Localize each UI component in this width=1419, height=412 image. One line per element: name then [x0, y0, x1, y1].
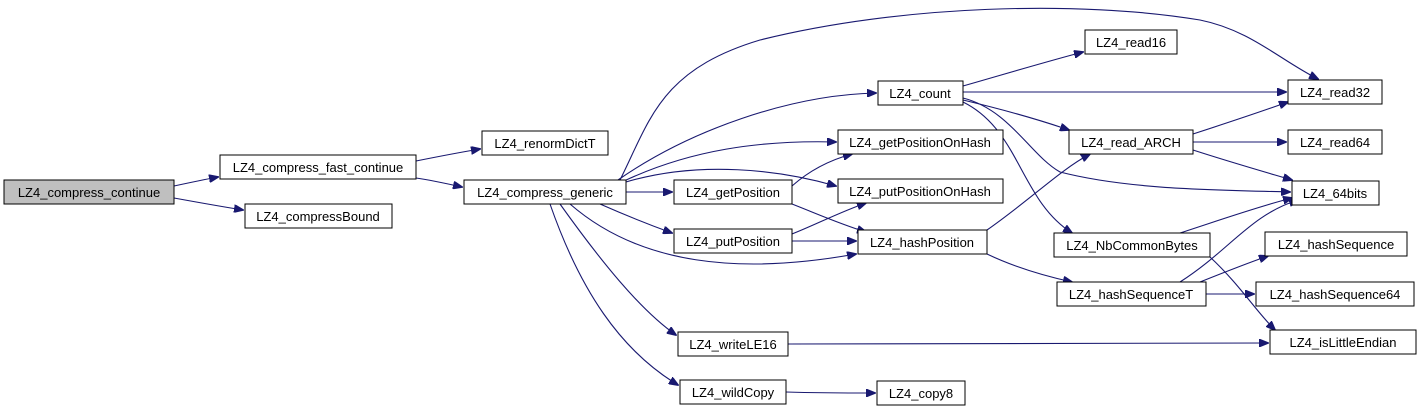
edge-compress_continue-to-compress_fast_continue — [173, 177, 218, 187]
edge-compress_generic-to-wildCopy — [549, 203, 678, 385]
node-layer: LZ4_compress_continue LZ4_compress_fast_… — [3, 29, 1417, 406]
node-label: LZ4_wildCopy — [692, 385, 775, 400]
node-label: LZ4_renormDictT — [494, 136, 595, 151]
node-lz4-compress-fast-continue[interactable]: LZ4_compress_fast_continue — [219, 154, 417, 180]
node-lz4-compress-generic[interactable]: LZ4_compress_generic — [463, 179, 627, 205]
node-lz4-renormdictt[interactable]: LZ4_renormDictT — [481, 130, 609, 156]
node-lz4-hashsequence64[interactable]: LZ4_hashSequence64 — [1255, 281, 1415, 307]
node-lz4-copy8[interactable]: LZ4_copy8 — [876, 380, 966, 406]
edge-compress_generic-to-putPositionOnHash — [625, 168, 836, 186]
node-lz4-read16[interactable]: LZ4_read16 — [1084, 29, 1178, 55]
edge-layer — [173, 7, 1318, 393]
node-label: LZ4_writeLE16 — [689, 337, 776, 352]
node-lz4-hashsequencet[interactable]: LZ4_hashSequenceT — [1056, 281, 1207, 307]
edge-count-to-read16 — [962, 52, 1083, 87]
node-label: LZ4_copy8 — [889, 386, 953, 401]
edge-getPosition-to-getPositionOnHash — [791, 154, 852, 187]
node-lz4-writele16[interactable]: LZ4_writeLE16 — [677, 331, 789, 357]
edge-compress_fast_continue-to-compress_generic — [415, 177, 462, 187]
node-label: LZ4_64bits — [1303, 186, 1368, 201]
node-label: LZ4_read32 — [1300, 85, 1370, 100]
node-label: LZ4_read16 — [1096, 35, 1166, 50]
node-label: LZ4_compressBound — [256, 209, 380, 224]
node-lz4-putpositiononhash[interactable]: LZ4_putPositionOnHash — [837, 178, 1004, 204]
node-label: LZ4_getPositionOnHash — [849, 135, 991, 150]
node-lz4-64bits[interactable]: LZ4_64bits — [1291, 180, 1380, 206]
node-label: LZ4_isLittleEndian — [1290, 335, 1397, 350]
node-label: LZ4_hashSequenceT — [1069, 287, 1193, 302]
edge-count-to-read_ARCH — [962, 99, 1069, 130]
node-lz4-islittleendian[interactable]: LZ4_isLittleEndian — [1269, 329, 1417, 355]
node-lz4-hashsequence[interactable]: LZ4_hashSequence — [1264, 231, 1408, 257]
node-lz4-compress-continue[interactable]: LZ4_compress_continue — [3, 179, 175, 205]
node-label: LZ4_putPosition — [686, 234, 780, 249]
node-lz4-count[interactable]: LZ4_count — [877, 80, 964, 106]
edge-NbCommonBytes-to-is64bits — [1179, 198, 1292, 234]
node-lz4-compressbound[interactable]: LZ4_compressBound — [244, 203, 393, 229]
node-label: LZ4_compress_generic — [477, 185, 613, 200]
edge-compress_generic-to-getPositionOnHash — [623, 142, 836, 182]
edge-compress_generic-to-writeLE16 — [559, 203, 676, 335]
node-label: LZ4_hashSequence64 — [1270, 287, 1401, 302]
node-label: LZ4_count — [889, 86, 951, 101]
node-label: LZ4_getPosition — [686, 185, 780, 200]
node-lz4-putposition[interactable]: LZ4_putPosition — [673, 228, 793, 254]
edge-putPosition-to-putPositionOnHash — [791, 203, 866, 235]
edge-hashPosition-to-hashSequenceT — [986, 253, 1072, 282]
edge-hashPosition-to-read_ARCH — [986, 154, 1090, 231]
edge-wildCopy-to-copy8 — [785, 392, 875, 393]
edge-read_ARCH-to-read32 — [1192, 102, 1288, 135]
node-lz4-getpositiononhash[interactable]: LZ4_getPositionOnHash — [837, 129, 1004, 155]
node-lz4-nbcommonbytes[interactable]: LZ4_NbCommonBytes — [1053, 232, 1211, 258]
node-label: LZ4_putPositionOnHash — [849, 184, 991, 199]
edge-compress_generic-to-hashPosition — [569, 203, 856, 265]
node-label: LZ4_read64 — [1300, 135, 1370, 150]
edge-read_ARCH-to-is64bits — [1192, 149, 1292, 180]
edge-compress_generic-to-count — [617, 93, 876, 181]
node-lz4-read32[interactable]: LZ4_read32 — [1287, 79, 1383, 105]
node-lz4-read-arch[interactable]: LZ4_read_ARCH — [1068, 129, 1194, 155]
edge-compress_generic-to-read32 — [619, 7, 1318, 181]
node-label: LZ4_compress_fast_continue — [233, 160, 404, 175]
edge-count-to-is64bits — [962, 97, 1290, 192]
node-label: LZ4_compress_continue — [18, 185, 160, 200]
node-label: LZ4_hashSequence — [1278, 237, 1394, 252]
node-lz4-read64[interactable]: LZ4_read64 — [1287, 129, 1383, 155]
edge-count-to-NbCommonBytes — [962, 101, 1072, 233]
node-label: LZ4_read_ARCH — [1081, 135, 1181, 150]
node-lz4-wildcopy[interactable]: LZ4_wildCopy — [679, 379, 787, 405]
node-label: LZ4_NbCommonBytes — [1066, 238, 1198, 253]
node-label: LZ4_hashPosition — [870, 235, 974, 250]
edge-compress_fast_continue-to-renormDictT — [415, 149, 480, 162]
node-lz4-hashposition[interactable]: LZ4_hashPosition — [857, 229, 988, 255]
edge-hashSequenceT-to-is64bits — [1179, 200, 1298, 283]
edge-writeLE16-to-isLittleEndian — [787, 343, 1268, 344]
edge-hashSequenceT-to-hashSequence — [1199, 256, 1268, 283]
edge-compress_generic-to-putPosition — [599, 203, 672, 233]
edge-compress_continue-to-compressBound — [173, 197, 243, 210]
node-lz4-getposition[interactable]: LZ4_getPosition — [673, 179, 793, 205]
